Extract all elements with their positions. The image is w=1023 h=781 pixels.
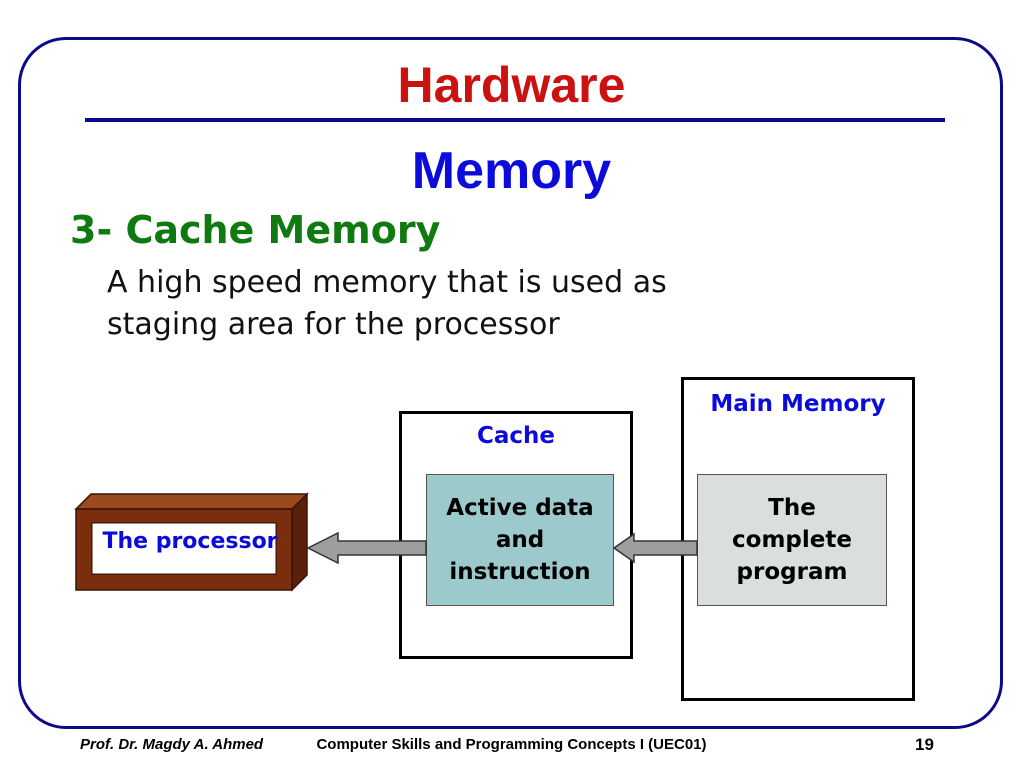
slide-title: Hardware xyxy=(397,57,626,113)
processor-label: The processor xyxy=(102,529,278,554)
footer-course: Computer Skills and Programming Concepts… xyxy=(316,736,707,753)
section-description: A high speed memory that is used as stag… xyxy=(107,265,667,342)
page-number: 19 xyxy=(915,735,934,754)
cache-content-box: Active data and instruction xyxy=(426,474,614,606)
title-divider xyxy=(85,118,945,122)
cache-label: Cache xyxy=(476,423,555,449)
section-heading: 3- Cache Memory xyxy=(70,208,441,252)
main-memory-content-box: The complete program xyxy=(697,474,887,606)
slide-subtitle: Memory xyxy=(411,142,612,200)
slide-border xyxy=(18,37,1003,729)
footer-author: Prof. Dr. Magdy A. Ahmed xyxy=(80,736,264,753)
main-memory-label: Main Memory xyxy=(710,391,886,417)
